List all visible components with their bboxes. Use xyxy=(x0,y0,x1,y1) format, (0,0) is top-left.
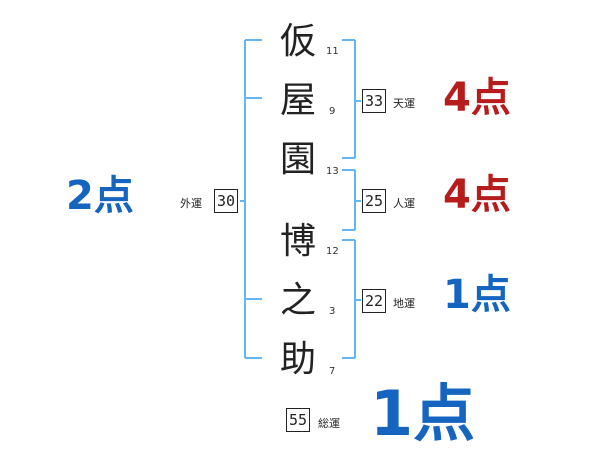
name-char-6: 助 xyxy=(279,339,316,380)
tenkaku-value-box: 33 xyxy=(362,89,386,113)
soukaku-value-box: 55 xyxy=(286,408,310,432)
gaikaku-value-box: 30 xyxy=(214,189,238,213)
chikaku-value-box: 22 xyxy=(362,289,386,313)
stroke-count-3: 13 xyxy=(326,166,339,177)
chikaku-bracket xyxy=(342,239,361,359)
tenkaku-score: 4点 xyxy=(443,75,511,121)
tenkaku-label: 天運 xyxy=(393,97,415,110)
name-char-4: 博 xyxy=(279,221,316,262)
name-char-1: 仮 xyxy=(279,21,316,62)
chikaku-label: 地運 xyxy=(393,297,415,310)
gaikaku-bracket xyxy=(240,39,262,359)
name-char-2: 屋 xyxy=(279,80,316,121)
name-char-3: 園 xyxy=(279,139,316,180)
name-char-5: 之 xyxy=(279,280,316,321)
gaikaku-score: 2点 xyxy=(66,173,134,219)
soukaku-score: 1点 xyxy=(370,377,476,450)
soukaku-label: 総運 xyxy=(318,417,340,430)
gaikaku-label: 外運 xyxy=(180,197,202,210)
stroke-count-2: 9 xyxy=(329,106,336,117)
stroke-count-6: 7 xyxy=(329,366,336,377)
jinkaku-value-box: 25 xyxy=(362,189,386,213)
tenkaku-bracket xyxy=(342,39,361,159)
stroke-count-4: 12 xyxy=(326,246,339,257)
chikaku-score: 1点 xyxy=(443,272,511,318)
jinkaku-bracket xyxy=(342,169,361,231)
stroke-count-1: 11 xyxy=(326,46,339,57)
jinkaku-score: 4点 xyxy=(443,172,511,218)
stroke-count-5: 3 xyxy=(329,306,336,317)
jinkaku-label: 人運 xyxy=(393,197,415,210)
